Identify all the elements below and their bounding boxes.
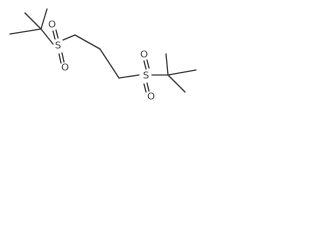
atom-labels: S O O S O O: [48, 20, 155, 103]
atom-oxygen-left-top: O: [48, 20, 56, 31]
bond-right-tbu-methyl-bottom: [167, 74, 186, 93]
bond-sulfur-left-oxygen-bottom-a: [58, 53, 62, 64]
bond-left-tbu-methyl-top: [24, 12, 42, 30]
bond-ch2-lower-to-sulfur-right: [118, 74, 140, 79]
bond-left-tbu-methyl-left: [9, 28, 42, 35]
chemical-structure: S O O S O O: [9, 8, 197, 103]
atom-oxygen-left-bottom: O: [61, 63, 69, 74]
bond-ch2-upper-to-ch2-middle: [74, 34, 101, 50]
bond-sulfur-right-oxygen-top-b: [146, 59, 150, 69]
bond-right-tbu-methyl-top: [165, 53, 169, 76]
bond-lines: [9, 8, 197, 93]
bond-sulfur-left-oxygen-top-a: [55, 29, 59, 39]
atom-sulfur-left: S: [55, 41, 61, 52]
atom-sulfur-right: S: [143, 71, 149, 82]
bond-sulfur-left-to-ch2: [62, 34, 76, 41]
bond-sulfur-right-oxygen-bottom-a: [143, 83, 147, 93]
atom-oxygen-right-top: O: [140, 50, 148, 61]
atom-oxygen-right-bottom: O: [147, 92, 155, 103]
bond-ch2-middle-to-ch2-lower: [99, 48, 120, 79]
bond-left-tbu-to-sulfur: [40, 28, 54, 45]
bond-sulfur-right-oxygen-top-a: [143, 60, 147, 70]
bond-left-tbu-methyl-upper-right: [40, 8, 48, 30]
bond-sulfur-left-oxygen-bottom-b: [61, 52, 65, 63]
bond-sulfur-left-oxygen-top-b: [52, 30, 56, 40]
bond-right-tbu-methyl-right: [167, 69, 197, 76]
bond-sulfur-right-oxygen-bottom-b: [146, 82, 150, 92]
